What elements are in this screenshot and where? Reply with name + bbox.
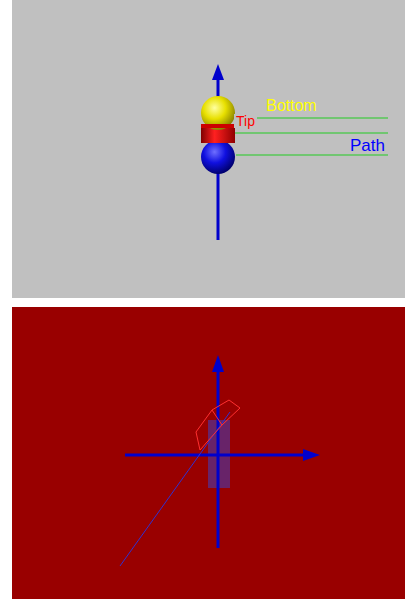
axis-arrowhead xyxy=(212,355,224,372)
part-label: Bottom xyxy=(264,98,319,114)
view-panel xyxy=(12,307,405,599)
leader-line xyxy=(236,155,388,156)
tip-cylinder-top xyxy=(201,124,235,128)
part-label: Path xyxy=(348,137,387,154)
tip-outline xyxy=(196,400,240,450)
axis-line xyxy=(125,454,305,457)
tip-outline xyxy=(212,410,222,425)
axis-arrowhead xyxy=(212,64,224,80)
view-panel xyxy=(12,0,405,298)
axis-line xyxy=(217,370,220,548)
path-sphere xyxy=(201,140,235,174)
axis-arrowhead xyxy=(303,449,320,461)
part-label: Tip xyxy=(234,114,257,128)
tip-cylinder xyxy=(201,124,235,143)
bottom-sphere xyxy=(201,96,235,130)
leader-line xyxy=(234,133,388,134)
